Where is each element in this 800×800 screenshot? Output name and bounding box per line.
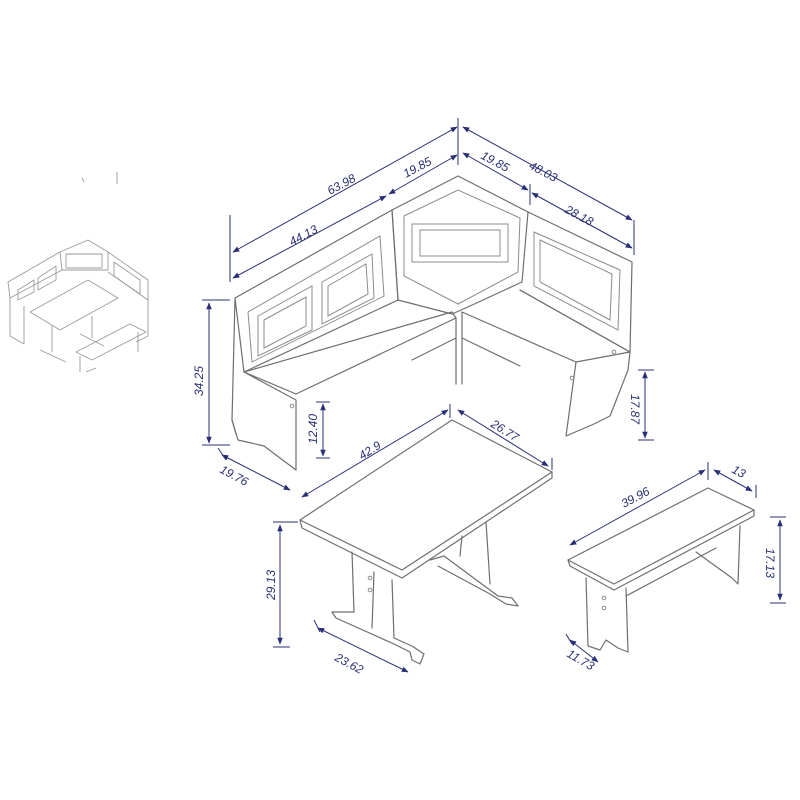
label-bench-depth: 19.76: [218, 462, 251, 489]
bench-drawing: [567, 487, 755, 653]
label-bench-base: 11.73: [565, 646, 598, 673]
thumbnail-set-illustration: [7, 172, 149, 373]
label-corner-left: 19.85: [401, 154, 434, 181]
label-total-right-length: 48.03: [527, 158, 560, 185]
label-left-bench-inner: 44.13: [287, 222, 320, 249]
label-table-base: 23.62: [332, 650, 366, 677]
label-seat-height: 12.40: [306, 414, 320, 444]
label-right-bench-inner: 28.18: [562, 202, 596, 229]
label-table-length: 42.9: [356, 438, 384, 462]
label-table-height: 29.13: [264, 570, 278, 601]
label-bench-width: 13: [730, 462, 749, 481]
table-drawing: [299, 419, 553, 665]
corner-bench-drawing: [231, 175, 633, 471]
dimension-lines: [202, 118, 786, 673]
label-bench-height: 17.13: [763, 548, 777, 578]
label-total-left-length: 63.98: [325, 171, 358, 198]
label-back-height: 34.25: [192, 366, 206, 396]
label-right-seat-height: 17.87: [628, 394, 642, 425]
label-bench-length: 39.96: [619, 484, 652, 511]
